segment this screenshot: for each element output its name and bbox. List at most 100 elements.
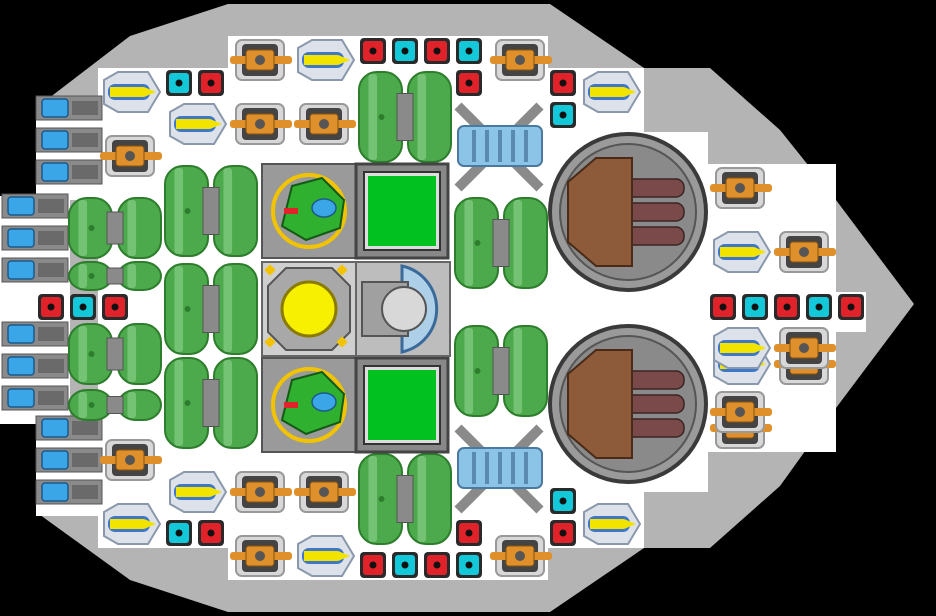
thruster-module[interactable] — [230, 471, 292, 513]
thruster-module[interactable] — [710, 391, 772, 433]
dome-module[interactable] — [355, 261, 451, 357]
thruster-module[interactable] — [294, 103, 356, 145]
thruster-module[interactable] — [294, 471, 356, 513]
missile-launcher[interactable] — [583, 503, 642, 545]
reactor-core-module[interactable] — [261, 261, 357, 357]
red-power-cell[interactable] — [838, 294, 864, 320]
orange-thruster-icon — [799, 343, 809, 353]
cockpit-module[interactable] — [261, 163, 357, 259]
thruster-module[interactable] — [774, 327, 836, 369]
cyan-shield-cell[interactable] — [550, 102, 576, 128]
red-power-cell[interactable] — [774, 294, 800, 320]
red-power-cell[interactable] — [550, 70, 576, 96]
thruster-module[interactable] — [710, 167, 772, 209]
engine-module[interactable] — [1, 225, 69, 251]
cyan-shield-cell-icon — [465, 47, 473, 55]
cyan-shield-cell[interactable] — [70, 294, 96, 320]
red-power-cell[interactable] — [550, 520, 576, 546]
cyan-shield-cell[interactable] — [392, 552, 418, 578]
thruster-module[interactable] — [100, 135, 162, 177]
cyan-shield-cell[interactable] — [166, 520, 192, 546]
cockpit-module[interactable] — [261, 357, 357, 453]
missile-launcher[interactable] — [297, 535, 356, 577]
yellow-reactor-core-icon — [280, 280, 338, 338]
missile-launcher[interactable] — [103, 503, 162, 545]
green-screen-icon — [368, 370, 436, 440]
engine-module[interactable] — [1, 385, 69, 411]
red-power-cell-icon — [783, 303, 791, 311]
engine-module[interactable] — [1, 193, 69, 219]
engine-module[interactable] — [35, 95, 103, 121]
cyan-shield-cell-icon — [175, 529, 183, 537]
fuel-tank-pair[interactable] — [68, 197, 162, 259]
cyan-shield-cell[interactable] — [456, 38, 482, 64]
red-power-cell[interactable] — [198, 70, 224, 96]
fuel-tank-pair[interactable] — [68, 261, 162, 291]
fuel-tank-pair[interactable] — [454, 197, 548, 289]
missile-launcher[interactable] — [297, 39, 356, 81]
engine-module[interactable] — [35, 447, 103, 473]
engine-module[interactable] — [1, 321, 69, 347]
fuel-tank-pair[interactable] — [68, 389, 162, 421]
fuel-tank-pair[interactable] — [358, 453, 452, 545]
thruster-module[interactable] — [774, 231, 836, 273]
cyan-shield-cell[interactable] — [456, 552, 482, 578]
thruster-module[interactable] — [230, 103, 292, 145]
thruster-module[interactable] — [230, 39, 292, 81]
red-power-cell[interactable] — [360, 38, 386, 64]
coolant-module[interactable] — [454, 102, 544, 192]
fuel-tank-pair[interactable] — [164, 357, 258, 449]
green-screen-module[interactable] — [354, 162, 450, 260]
green-screen-module[interactable] — [354, 356, 450, 454]
missile-launcher[interactable] — [713, 231, 772, 273]
cyan-shield-cell-icon — [559, 497, 567, 505]
red-power-cell[interactable] — [456, 70, 482, 96]
missile-launcher[interactable] — [583, 71, 642, 113]
cyan-shield-cell[interactable] — [742, 294, 768, 320]
cyan-shield-cell[interactable] — [806, 294, 832, 320]
red-power-cell[interactable] — [710, 294, 736, 320]
red-power-cell[interactable] — [456, 520, 482, 546]
thruster-module[interactable] — [490, 39, 552, 81]
engine-module[interactable] — [1, 353, 69, 379]
thruster-module[interactable] — [490, 535, 552, 577]
thruster-module[interactable] — [100, 439, 162, 481]
missile-launcher[interactable] — [169, 471, 228, 513]
red-power-cell[interactable] — [198, 520, 224, 546]
orange-thruster-icon — [515, 551, 525, 561]
cyan-shield-cell[interactable] — [166, 70, 192, 96]
cyan-shield-cell[interactable] — [550, 488, 576, 514]
missile-launcher[interactable] — [169, 103, 228, 145]
green-fuel-tank-icon — [474, 240, 481, 246]
brown-turret-icon — [567, 157, 633, 267]
orange-thruster-icon — [735, 183, 745, 193]
red-power-cell[interactable] — [424, 38, 450, 64]
missile-launcher[interactable] — [103, 71, 162, 113]
red-power-cell[interactable] — [424, 552, 450, 578]
fuel-tank-pair[interactable] — [68, 323, 162, 385]
engine-module[interactable] — [35, 127, 103, 153]
red-power-cell[interactable] — [102, 294, 128, 320]
fuel-tank-pair[interactable] — [164, 263, 258, 355]
red-power-cell[interactable] — [38, 294, 64, 320]
fuel-tank-pair[interactable] — [358, 71, 452, 163]
thruster-module[interactable] — [230, 535, 292, 577]
cyan-shield-cell[interactable] — [392, 38, 418, 64]
cannon-turret[interactable] — [548, 324, 708, 484]
cyan-shield-cell-icon — [751, 303, 759, 311]
engine-module[interactable] — [35, 479, 103, 505]
orange-thruster-icon — [255, 487, 265, 497]
red-power-cell[interactable] — [360, 552, 386, 578]
cannon-turret[interactable] — [548, 132, 708, 292]
yellow-missile-icon — [304, 551, 350, 561]
red-power-cell-icon — [465, 529, 473, 537]
engine-module[interactable] — [35, 159, 103, 185]
missile-launcher[interactable] — [713, 327, 772, 369]
engine-module[interactable] — [1, 257, 69, 283]
green-fuel-tank-icon — [184, 306, 191, 312]
coolant-module[interactable] — [454, 424, 544, 514]
fuel-tank-pair[interactable] — [164, 165, 258, 257]
blue-engine-icon — [7, 260, 35, 280]
fuel-tank-pair[interactable] — [454, 325, 548, 417]
